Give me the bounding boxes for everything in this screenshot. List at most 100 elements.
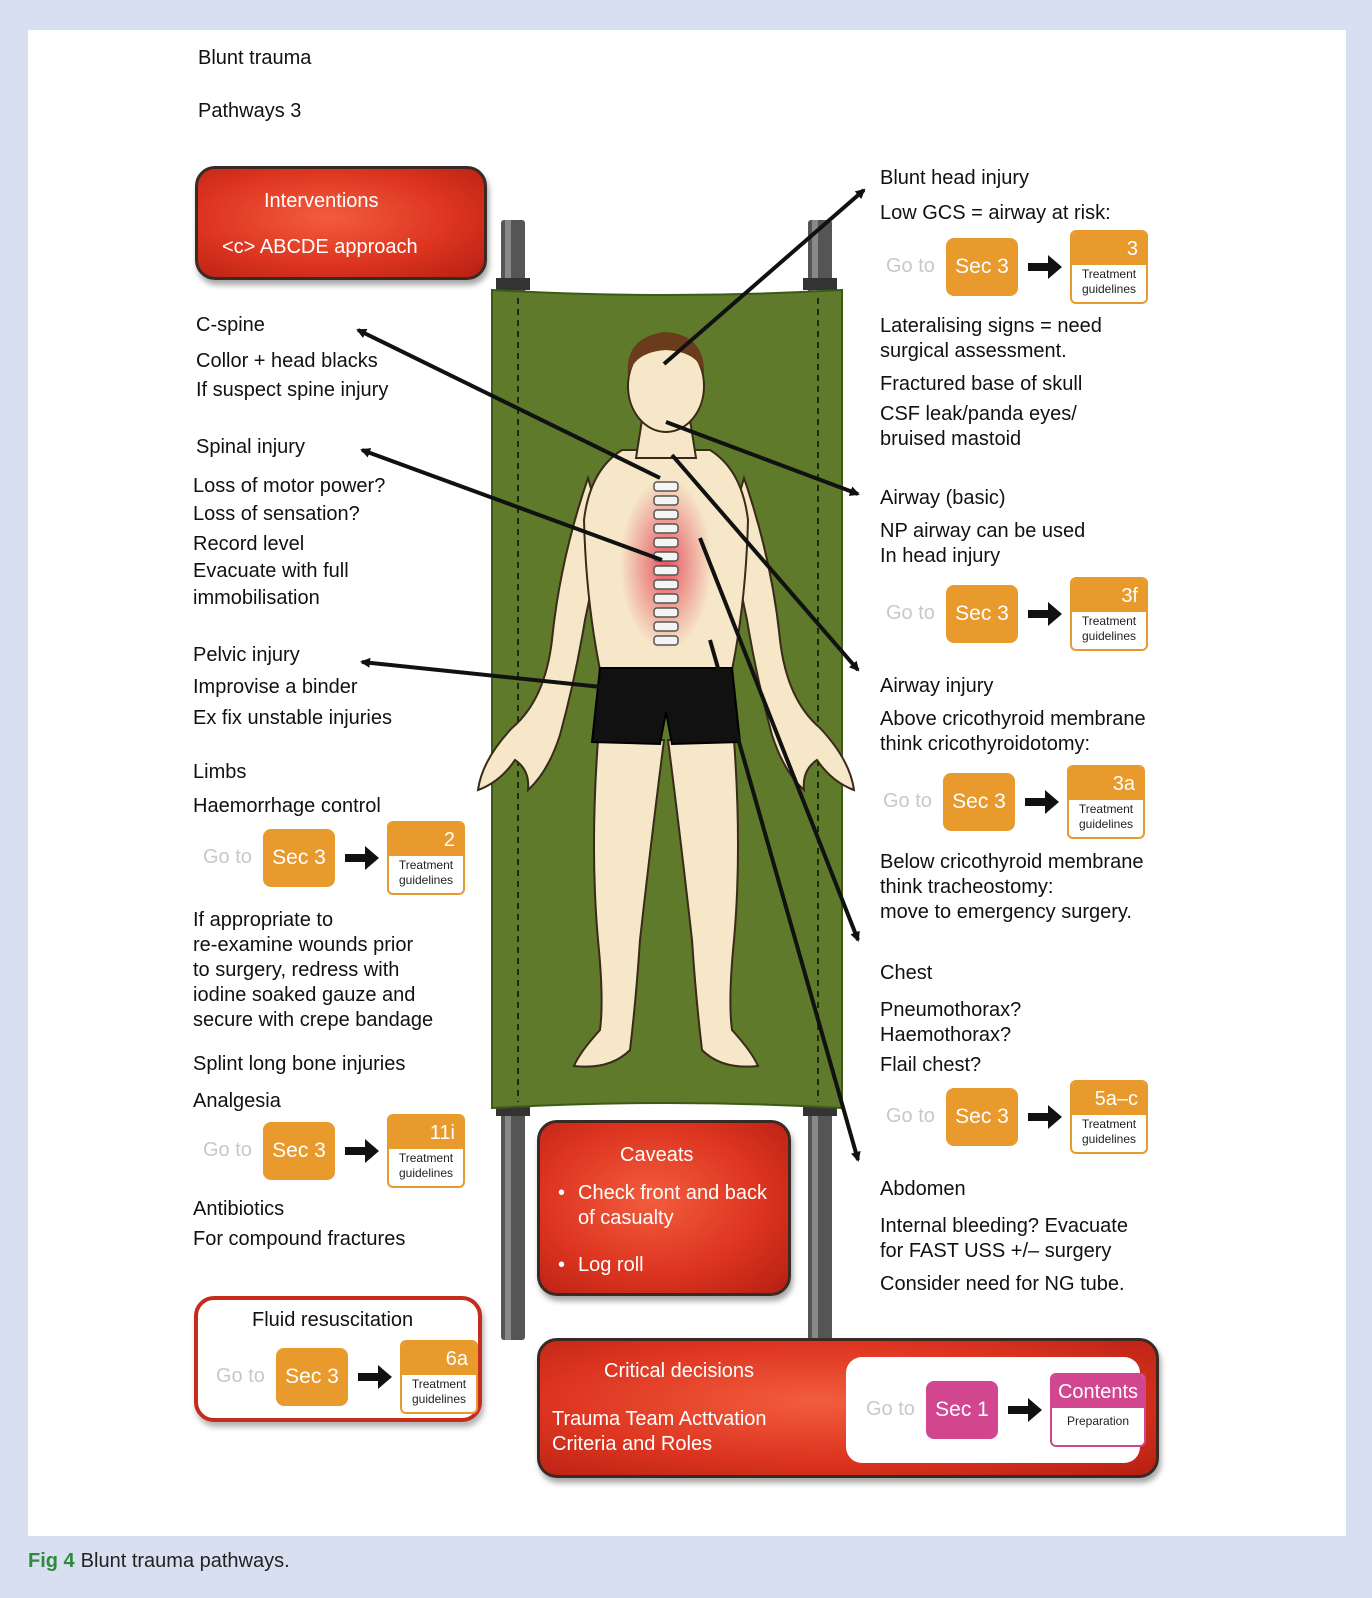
treatment-card[interactable]: 11i Treatment guidelines — [387, 1114, 465, 1188]
interventions-box: Interventions <c> ABCDE approach — [195, 166, 487, 280]
analgesia-title: Analgesia — [193, 1090, 281, 1112]
sec3-button[interactable]: Sec 3 — [946, 238, 1018, 296]
arrow-right-icon — [345, 1139, 379, 1163]
contents-card[interactable]: Contents Preparation — [1050, 1373, 1146, 1447]
goto-label: Go to — [203, 846, 252, 868]
arrow-right-icon — [1025, 790, 1059, 814]
sec1-button[interactable]: Sec 1 — [926, 1381, 998, 1439]
sec3-button[interactable]: Sec 3 — [263, 1122, 335, 1180]
goto-label: Go to — [886, 1105, 935, 1127]
critical-goto-panel: Go to Sec 1 Contents Preparation — [846, 1357, 1146, 1463]
critical-line: Trauma Team Acttvation — [552, 1408, 767, 1430]
spine — [653, 481, 679, 646]
lateral-line: Lateralising signs = need — [880, 315, 1102, 337]
caveats-list: Check front and back of casualty Log rol… — [552, 1181, 772, 1278]
pelvic-title: Pelvic injury — [193, 644, 300, 666]
spinal-line: Evacuate with full — [193, 560, 349, 582]
treatment-label: Treatment guidelines — [411, 1377, 467, 1406]
cspine-title: C-spine — [196, 314, 265, 336]
goto-label: Go to — [866, 1398, 915, 1420]
treatment-number: 3f — [1072, 579, 1146, 612]
caveat-item: Check front and back of casualty — [552, 1181, 772, 1231]
interventions-text: <c> ABCDE approach — [222, 236, 418, 258]
shorts — [590, 667, 742, 746]
goto-label: Go to — [216, 1365, 265, 1387]
arrow-right-icon — [1028, 602, 1062, 626]
wounds-line: iodine soaked gauze and — [193, 984, 416, 1006]
pelvic-line: Improvise a binder — [193, 676, 358, 698]
sec3-button[interactable]: Sec 3 — [943, 773, 1015, 831]
page-title: Blunt trauma — [198, 47, 312, 69]
fluid-box: Fluid resuscitation Go to Sec 3 6a Treat… — [194, 1296, 482, 1422]
treatment-label: Treatment guidelines — [1081, 1117, 1137, 1146]
arrow-right-icon — [358, 1365, 392, 1389]
spinal-line: Record level — [193, 533, 305, 555]
below-line: think tracheostomy: — [880, 876, 1054, 898]
lateral-line: surgical assessment. — [880, 340, 1067, 362]
cspine-line: Collor + head blacks — [196, 350, 378, 372]
treatment-card[interactable]: 3a Treatment guidelines — [1067, 765, 1145, 839]
treatment-number: 3 — [1072, 232, 1146, 265]
treatment-label: Treatment guidelines — [1081, 267, 1137, 296]
abdomen-title: Abdomen — [880, 1178, 966, 1200]
spinal-title: Spinal injury — [196, 436, 305, 458]
abdomen-line: Consider need for NG tube. — [880, 1273, 1125, 1295]
splint-text: Splint long bone injuries — [193, 1053, 406, 1075]
critical-decisions-box: Critical decisions Trauma Team Acttvatio… — [537, 1338, 1159, 1478]
abdomen-line: for FAST USS +/– surgery — [880, 1240, 1112, 1262]
antibiotics-title: Antibiotics — [193, 1198, 285, 1220]
antibiotics-line: For compound fractures — [193, 1228, 406, 1250]
treatment-card[interactable]: 3 Treatment guidelines — [1070, 230, 1148, 304]
below-line: Below cricothyroid membrane — [880, 851, 1144, 873]
airway-injury-line: Above cricothyroid membrane — [880, 708, 1146, 730]
arrow-right-icon — [345, 846, 379, 870]
chest-title: Chest — [880, 962, 933, 984]
treatment-card[interactable]: 5a–c Treatment guidelines — [1070, 1080, 1148, 1154]
caveat-item: Log roll — [552, 1253, 772, 1278]
treatment-number: 3a — [1069, 767, 1143, 800]
skull-title: Fractured base of skull — [880, 373, 1083, 395]
spinal-line: Loss of sensation? — [193, 503, 360, 525]
wounds-line: If appropriate to — [193, 909, 334, 931]
treatment-card[interactable]: 3f Treatment guidelines — [1070, 577, 1148, 651]
airway-basic-line: In head injury — [880, 545, 1001, 567]
treatment-number: 2 — [389, 823, 463, 856]
chest-line: Pneumothorax? — [880, 999, 1022, 1021]
chest-line: Haemothorax? — [880, 1024, 1012, 1046]
treatment-label: Treatment guidelines — [1081, 614, 1137, 643]
caption-text: Blunt trauma pathways. — [80, 1550, 290, 1572]
chest-line: Flail chest? — [880, 1054, 982, 1076]
sec3-button[interactable]: Sec 3 — [946, 585, 1018, 643]
below-line: move to emergency surgery. — [880, 901, 1132, 923]
hair — [627, 332, 705, 376]
spinal-line: immobilisation — [193, 587, 320, 609]
abdomen-line: Internal bleeding? Evacuate — [880, 1215, 1128, 1237]
airway-injury-line: think cricothyroidotomy: — [880, 733, 1091, 755]
treatment-label: Treatment guidelines — [1078, 802, 1134, 831]
pelvic-line: Ex fix unstable injuries — [193, 707, 392, 729]
airway-basic-line: NP airway can be used — [880, 520, 1086, 542]
critical-line: Criteria and Roles — [552, 1433, 713, 1455]
caveats-box: Caveats Check front and back of casualty… — [537, 1120, 791, 1296]
goto-label: Go to — [886, 255, 935, 277]
sec3-button[interactable]: Sec 3 — [276, 1348, 348, 1406]
limbs-title: Limbs — [193, 761, 247, 783]
sec3-button[interactable]: Sec 3 — [946, 1088, 1018, 1146]
goto-label: Go to — [886, 602, 935, 624]
airway-injury-title: Airway injury — [880, 675, 994, 697]
figure-label: Fig 4 — [28, 1550, 75, 1572]
contents-label: Contents — [1052, 1375, 1144, 1408]
treatment-card[interactable]: 2 Treatment guidelines — [387, 821, 465, 895]
treatment-label: Treatment guidelines — [398, 858, 454, 887]
sec3-button[interactable]: Sec 3 — [263, 829, 335, 887]
treatment-card[interactable]: 6a Treatment guidelines — [400, 1340, 478, 1414]
wounds-line: secure with crepe bandage — [193, 1009, 434, 1031]
head-line: Low GCS = airway at risk: — [880, 202, 1111, 224]
treatment-number: 5a–c — [1072, 1082, 1146, 1115]
airway-basic-title: Airway (basic) — [880, 487, 1006, 509]
limbs-line: Haemorrhage control — [193, 795, 381, 817]
goto-label: Go to — [883, 790, 932, 812]
critical-title: Critical decisions — [604, 1360, 755, 1382]
